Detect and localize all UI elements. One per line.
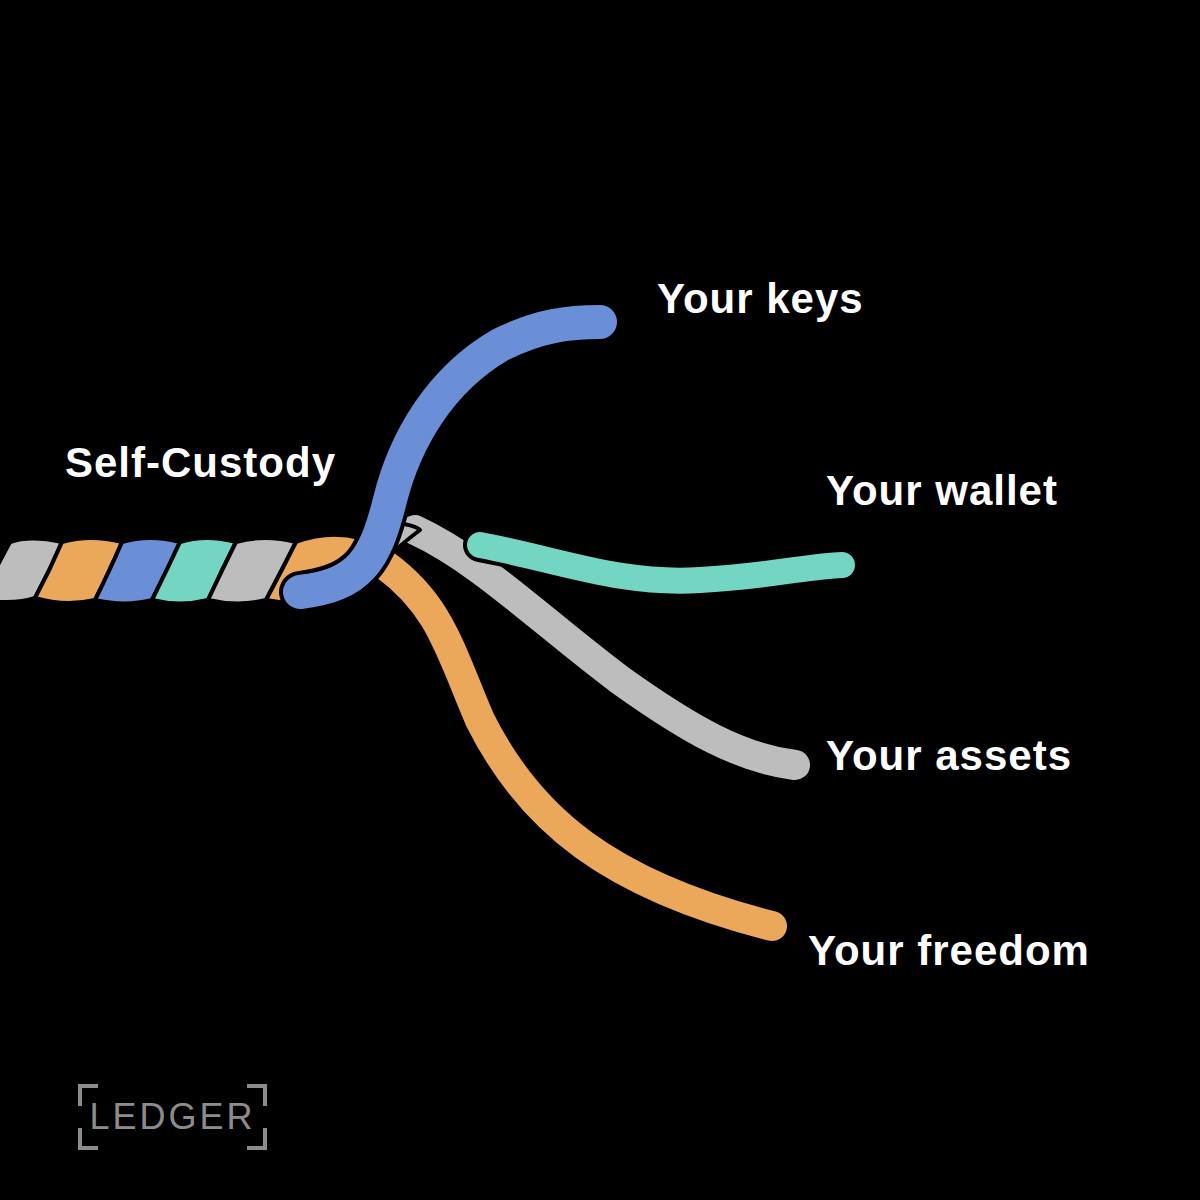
blue-strand bbox=[300, 322, 600, 592]
strand-label: Your freedom bbox=[808, 928, 1090, 974]
logo-frame bbox=[80, 1086, 265, 1148]
rope-title: Self-Custody bbox=[65, 440, 336, 486]
strand-label: Your assets bbox=[826, 733, 1072, 779]
logo-wordmark: LEDGER bbox=[89, 1097, 255, 1137]
strand-label: Your keys bbox=[657, 276, 864, 322]
teal-strand bbox=[480, 545, 842, 581]
teal-strand bbox=[480, 545, 842, 581]
blue-strand bbox=[300, 322, 600, 592]
strand-label: Your wallet bbox=[826, 468, 1058, 514]
